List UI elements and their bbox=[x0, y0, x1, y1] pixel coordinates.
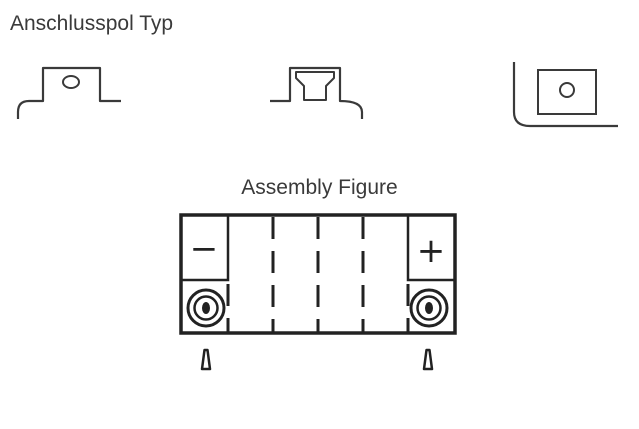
terminal-type-heading: Anschlusspol Typ bbox=[10, 12, 174, 35]
battery-assembly-diagram: − + bbox=[179, 213, 457, 371]
positive-terminal-bolt bbox=[409, 288, 449, 328]
negative-marker-icon bbox=[200, 348, 212, 371]
side-mount-terminal-icon bbox=[512, 62, 618, 128]
cell-dividers bbox=[226, 217, 410, 333]
positive-marker-icon bbox=[422, 348, 434, 371]
flag-terminal-icon bbox=[16, 66, 121, 119]
positive-terminal-compartment bbox=[406, 215, 455, 282]
negative-terminal-bolt bbox=[186, 288, 226, 328]
assembly-figure-heading: Assembly Figure bbox=[241, 176, 398, 199]
negative-symbol: − bbox=[190, 229, 219, 269]
negative-terminal-compartment bbox=[181, 215, 230, 282]
box-terminal-icon bbox=[270, 66, 364, 119]
positive-symbol: + bbox=[417, 231, 446, 271]
